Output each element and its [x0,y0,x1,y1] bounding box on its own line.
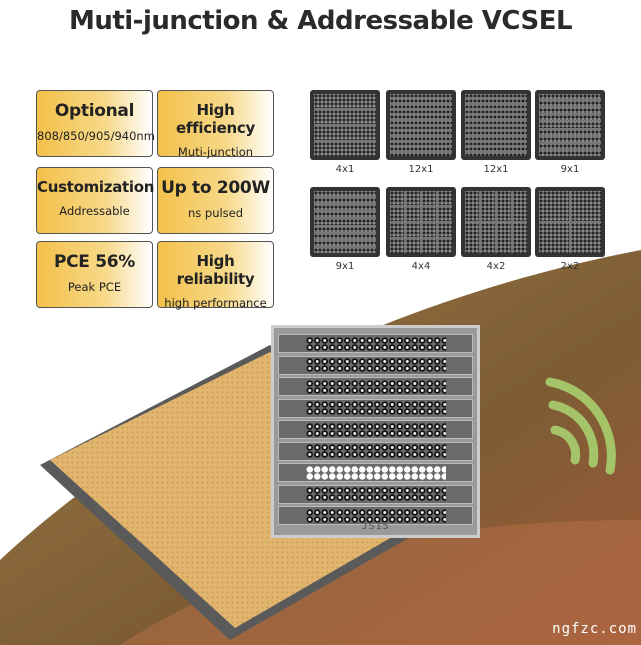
chip-thumbnail [461,90,531,160]
feature-heading: Up to 200W [161,178,270,198]
emitter-row [278,441,473,461]
emitter-row [278,398,473,418]
die-marking: JS15 [361,521,390,532]
emitter-row [278,334,473,353]
feature-heading: High efficiency [176,101,255,137]
emitter-row [278,484,473,504]
feature-subtext: ns pulsed [187,206,244,220]
wifi-signal-icon [545,377,616,475]
feature-heading: PCE 56% [53,252,136,272]
feature-subtext: Muti-junction [177,145,254,159]
feature-card: Optional 808/850/905/940nm [36,90,155,157]
emitter-row [278,355,473,375]
chip-label: 2x2 [560,261,580,272]
chip-label: 12x1 [408,164,434,175]
watermark: ngfzc.com [552,621,637,637]
chip-thumbnail [310,90,380,160]
feature-card: High reliability high performance [157,241,274,310]
feature-subtext: Addressable [59,204,130,218]
chip-label: 4x4 [411,261,431,272]
feature-card: PCE 56% Peak PCE [36,241,153,308]
chip-label: 12x1 [483,164,509,175]
page-title: Muti-junction & Addressable VCSEL [68,6,573,36]
chip-label: 4x2 [486,261,506,272]
feature-heading: Optional [54,101,135,121]
feature-subtext: high performance [164,296,267,310]
feature-card: Up to 200W ns pulsed [157,167,274,234]
chip-label: 9x1 [335,261,355,272]
chip-label: 4x1 [335,164,355,175]
emitter-row-lit [278,463,473,482]
emitter-row [278,420,473,439]
chip-label: 9x1 [560,164,580,175]
chip-thumbnail [386,187,456,257]
chip-thumbnail [310,187,380,257]
feature-heading: High reliability [176,252,255,288]
chip-thumbnail [386,90,456,160]
emitter-row [278,377,473,396]
chip-thumbnail [461,187,531,257]
feature-subtext: 808/850/905/940nm [37,129,155,143]
feature-heading: Customization [37,178,155,196]
emitter-row [278,506,473,525]
chip-thumbnail [535,187,605,257]
vcsel-die-photo: JS15 [271,325,480,538]
chip-thumbnail [535,90,605,160]
feature-subtext: Peak PCE [67,280,122,294]
